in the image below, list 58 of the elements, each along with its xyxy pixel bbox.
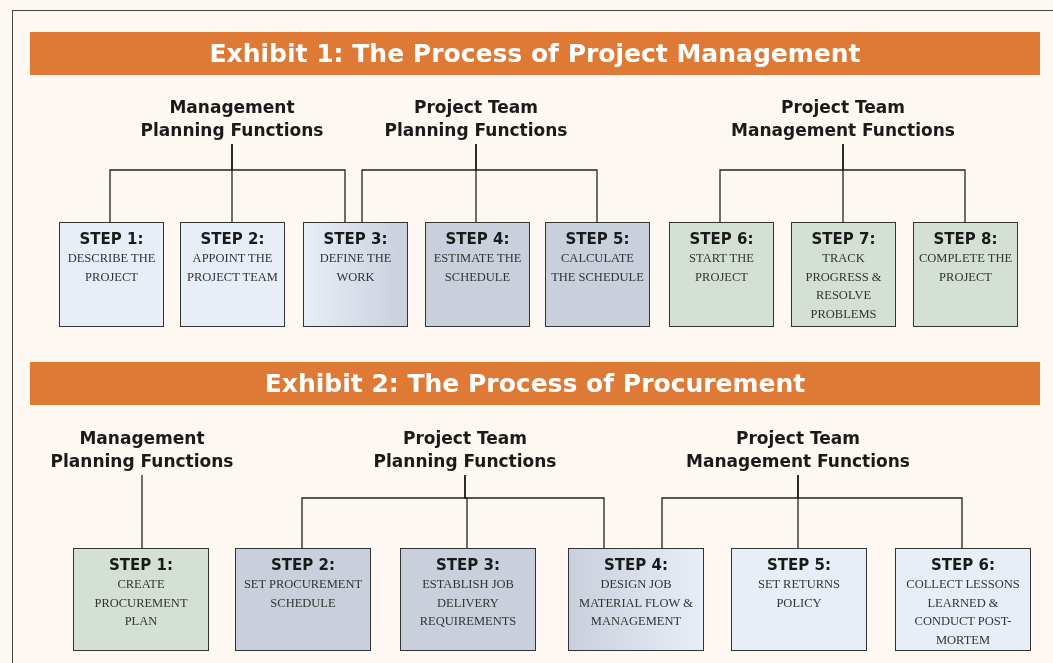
title-band — [30, 32, 1040, 75]
bracket-line — [141, 474, 143, 549]
step-box — [895, 548, 1031, 651]
step-box — [303, 222, 408, 327]
step-description: COMPLETE THE PROJECT — [917, 250, 1014, 286]
step-number: STEP 1: — [109, 555, 173, 575]
step-number: STEP 5: — [565, 229, 630, 249]
step-number: STEP 2: — [200, 229, 265, 249]
bracket-line — [797, 474, 963, 549]
step-description: SET RETURNS POLICY — [756, 576, 842, 612]
step-description: ESTABLISH JOB DELIVERY REQUIREMENTS — [418, 576, 518, 630]
bracket-line — [842, 143, 966, 223]
bracket-line — [475, 143, 598, 223]
step-box — [235, 548, 371, 651]
step-number: STEP 4: — [445, 229, 510, 249]
step-description: DESIGN JOB MATERIAL FLOW & MANAGEMENT — [578, 576, 694, 630]
step-description: CREATE PROCUREMENT PLAN — [93, 576, 189, 630]
step-number: STEP 3: — [436, 555, 500, 575]
step-box — [180, 222, 285, 327]
title-band — [30, 362, 1040, 405]
step-description: START THE PROJECT — [688, 250, 755, 286]
step-number: STEP 3: — [323, 229, 388, 249]
step-number: STEP 1: — [79, 229, 144, 249]
step-box — [731, 548, 867, 651]
step-description: CALCULATE THE SCHEDULE — [550, 250, 645, 286]
step-description: DESCRIBE THE PROJECT — [66, 250, 157, 286]
step-box — [669, 222, 774, 327]
step-box — [59, 222, 164, 327]
step-description: APPOINT THE PROJECT TEAM — [186, 250, 279, 286]
step-description: ESTIMATE THE SCHEDULE — [432, 250, 523, 286]
group-heading: Project Team Planning Functions — [376, 96, 576, 144]
step-description: DEFINE THE WORK — [318, 250, 393, 286]
step-box — [545, 222, 650, 327]
group-heading: Project Team Management Functions — [718, 96, 968, 144]
step-description: SET PROCUREMENT SCHEDULE — [242, 576, 364, 612]
group-heading: Management Planning Functions — [42, 427, 242, 475]
step-number: STEP 5: — [767, 555, 831, 575]
step-box — [400, 548, 536, 651]
step-box — [913, 222, 1018, 327]
exhibit-title: Exhibit 2: The Process of Procurement — [264, 369, 806, 398]
exhibit-title: Exhibit 1: The Process of Project Management — [209, 39, 861, 68]
step-number: STEP 8: — [933, 229, 998, 249]
step-number: STEP 2: — [271, 555, 335, 575]
group-heading: Project Team Management Functions — [673, 427, 923, 475]
step-number: STEP 6: — [689, 229, 754, 249]
step-box — [73, 548, 209, 651]
step-box — [568, 548, 704, 651]
step-box — [791, 222, 896, 327]
step-box — [425, 222, 530, 327]
step-number: STEP 7: — [811, 229, 876, 249]
step-description: COLLECT LESSONS LEARNED & CONDUCT POST-MORTEM — [905, 576, 1021, 649]
bracket-line — [464, 474, 605, 549]
group-heading: Management Planning Functions — [132, 96, 332, 144]
step-description: TRACK PROGRESS & RESOLVE PROBLEMS — [804, 250, 883, 323]
bracket-line — [231, 143, 346, 223]
group-heading: Project Team Planning Functions — [365, 427, 565, 475]
step-number: STEP 6: — [931, 555, 995, 575]
step-number: STEP 4: — [604, 555, 668, 575]
